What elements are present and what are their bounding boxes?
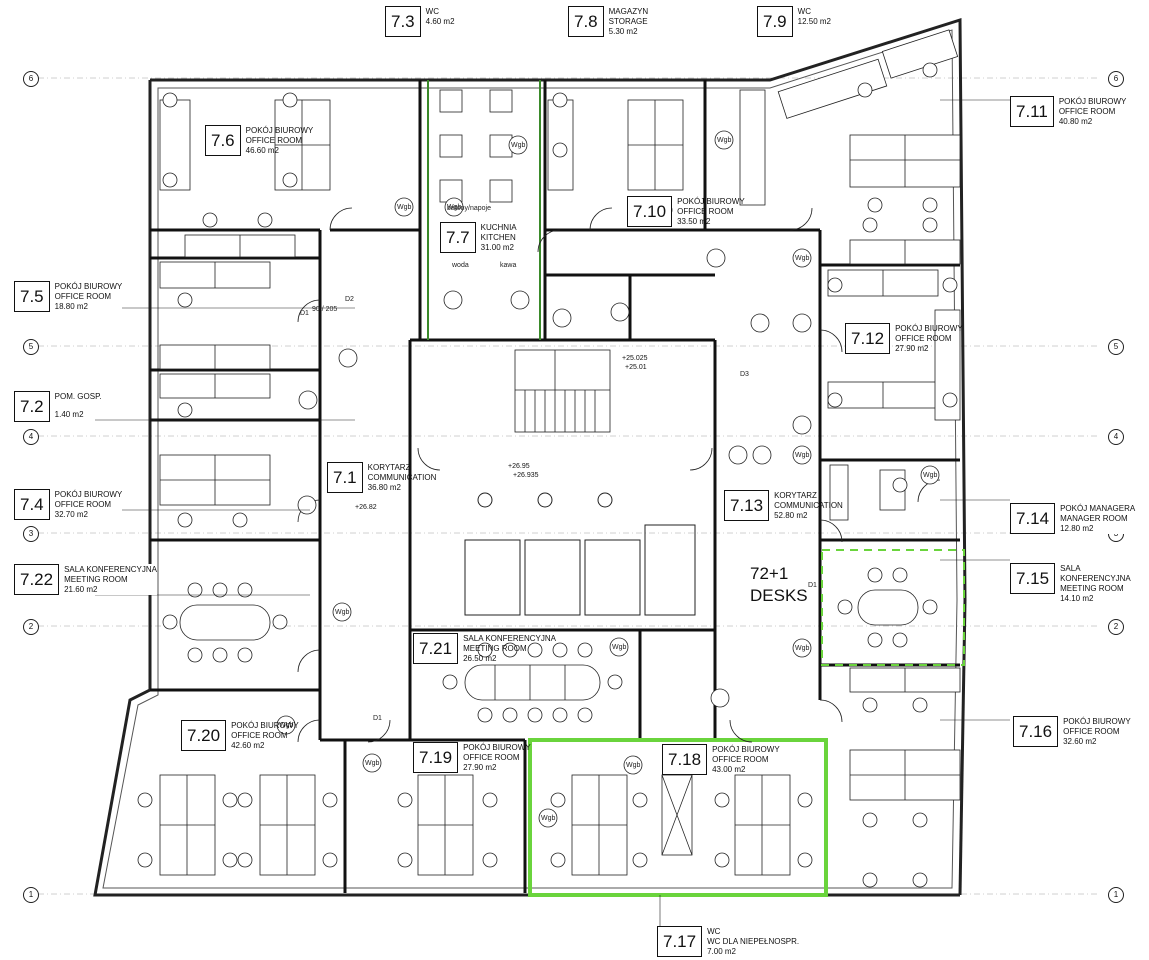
door-tag: D1: [300, 310, 309, 317]
wgb-label: Wgb: [717, 137, 732, 144]
wgb-markers: [276, 130, 940, 828]
wgb-label: Wgb: [923, 472, 938, 479]
door-tag: D1: [373, 715, 382, 722]
workstations: [159, 29, 961, 876]
wgb-label: Wgb: [397, 204, 412, 211]
wgb-label: Wgb: [626, 762, 641, 769]
kitchen-glass: [427, 80, 541, 340]
axis-marker-1-left: 1: [23, 887, 39, 903]
desk-count-value: 72+1: [750, 564, 789, 583]
wgb-label: Wgb: [335, 609, 350, 616]
axis-marker-4-right: 4: [1108, 429, 1124, 445]
room-label-7-2[interactable]: 7.2 POM. GOSP.1.40 m2: [14, 391, 102, 422]
staircase: [514, 349, 611, 433]
wgb-label: Wgb: [612, 644, 627, 651]
chairs: [137, 62, 958, 888]
axis-marker-3-left: 3: [23, 526, 39, 542]
axis-marker-5-left: 5: [23, 339, 39, 355]
room-number: 7.15: [1010, 563, 1056, 594]
room-number: 7.12: [845, 323, 891, 354]
wgb-label: Wgb: [279, 722, 294, 729]
kitchen-water-label: woda: [452, 262, 469, 269]
room-number: 7.7: [440, 222, 476, 253]
wgb-label: Wgb: [365, 760, 380, 767]
elevator-shafts: [464, 492, 696, 616]
elevation-marker: +26.95: [508, 463, 530, 470]
doors: [297, 207, 941, 743]
desk-count: 72+1 DESKS: [750, 563, 808, 607]
wgb-label: Wgb: [795, 645, 810, 652]
door-size: 90 / 205: [312, 306, 338, 313]
room-number: 7.8: [568, 6, 604, 37]
room-number: 7.10: [627, 196, 673, 227]
wgb-label: Wgb: [511, 142, 526, 149]
elevation-marker: +26.935: [513, 472, 539, 479]
kitchen-coffee-label: kawa: [500, 262, 517, 269]
room-number: 7.13: [724, 490, 770, 521]
axis-marker-6-right: 6: [1108, 71, 1124, 87]
room-number: 7.1: [327, 462, 363, 493]
elevation-marker: +25.025: [622, 355, 648, 362]
room-number: 7.16: [1013, 716, 1059, 747]
door-tag: D1: [808, 582, 817, 589]
room-number: 7.9: [757, 6, 793, 37]
kitchen-snacks-label: batony/napoje: [447, 205, 491, 212]
interior-walls: [150, 80, 960, 893]
axis-marker-6-left: 6: [23, 71, 39, 87]
axis-marker-5-right: 5: [1108, 339, 1124, 355]
room-number: 7.21: [413, 633, 459, 664]
room-number: 7.17: [657, 926, 703, 957]
axis-marker-1-right: 1: [1108, 887, 1124, 903]
leader-lines: [95, 99, 1010, 930]
door-tag: D3: [740, 371, 749, 378]
room-number: 7.2: [14, 391, 50, 422]
room-number: 7.18: [662, 744, 708, 775]
axis-marker-2-left: 2: [23, 619, 39, 635]
highlight-room-7-18: [528, 738, 828, 897]
room-number: 7.6: [205, 125, 241, 156]
axis-marker-4-left: 4: [23, 429, 39, 445]
door-tag: D2: [345, 296, 354, 303]
exterior-wall-inner: [102, 29, 958, 889]
wgb-label: Wgb: [795, 255, 810, 262]
room-number: 7.4: [14, 489, 50, 520]
elevation-marker: +25.01: [625, 364, 647, 371]
wgb-label: Wgb: [795, 452, 810, 459]
room-number: 7.14: [1010, 503, 1056, 534]
axis-marker-2-right: 2: [1108, 619, 1124, 635]
room-number: 7.3: [385, 6, 421, 37]
highlight-room-7-15: [821, 549, 965, 666]
elevation-marker: +26.82: [355, 504, 377, 511]
wgb-label: Wgb: [447, 204, 462, 211]
room-number: 7.11: [1010, 96, 1054, 127]
desk-count-label: DESKS: [750, 586, 808, 605]
room-number: 7.22: [14, 564, 60, 595]
room-number: 7.5: [14, 281, 50, 312]
room-number: 7.19: [413, 742, 459, 773]
wgb-label: Wgb: [541, 815, 556, 822]
room-number: 7.20: [181, 720, 227, 751]
